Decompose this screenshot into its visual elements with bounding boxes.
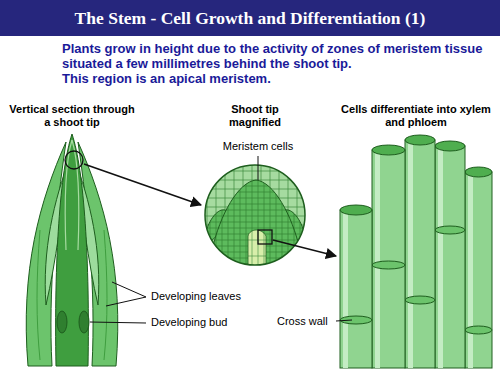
vein: [37, 230, 40, 360]
tube: [405, 140, 435, 368]
intro-text: This region is an apical meristem.: [62, 71, 494, 86]
leader-line: [112, 282, 146, 297]
zoom-square: [258, 230, 272, 244]
intro-text: Plants grow in height due to the activit…: [62, 41, 494, 71]
tube-highlight: [408, 140, 413, 368]
zoom-arrow: [273, 240, 336, 256]
tube-end: [372, 145, 405, 155]
cross-wall: [405, 296, 435, 304]
tube: [435, 146, 465, 368]
cross-wall: [435, 226, 465, 234]
cross-wall: [372, 261, 405, 269]
stem: [56, 134, 89, 366]
part-label: Developing leaves: [150, 290, 242, 303]
leader-line: [90, 322, 146, 323]
tube-highlight: [375, 150, 380, 368]
part-label: Meristem cells: [222, 140, 294, 153]
part-label: Cross wall: [276, 315, 329, 328]
tube: [340, 210, 372, 368]
vein: [104, 230, 107, 360]
bud: [57, 311, 67, 333]
leader-line: [258, 156, 259, 180]
bud: [79, 311, 89, 333]
panel-heading: Shoot tip magnified: [210, 103, 300, 129]
leader-line: [336, 320, 352, 321]
tube: [372, 150, 405, 368]
tube-highlight: [438, 146, 443, 368]
cross-wall: [465, 326, 492, 334]
vessel-tubes: [340, 135, 492, 368]
panel-heading: Vertical section through a shoot tip: [7, 103, 137, 129]
tube-end: [340, 205, 372, 215]
magnified-tip: [200, 160, 310, 300]
part-label: Developing bud: [150, 316, 228, 329]
slide-title: The Stem - Cell Growth and Differentiati…: [0, 0, 500, 36]
tube-highlight: [468, 172, 473, 368]
shoot-section: [26, 134, 118, 366]
tube-end: [435, 141, 465, 151]
magnify-outline: [205, 165, 305, 265]
tube-end: [465, 167, 492, 177]
panel-heading: Cells differentiate into xylem and phloe…: [341, 103, 491, 129]
vein: [72, 140, 79, 250]
title-bar: [0, 0, 500, 36]
zoom-arrow: [84, 164, 201, 205]
tube-end: [405, 135, 435, 145]
zoom-circle: [65, 151, 83, 169]
tube: [465, 172, 492, 368]
leader-line: [106, 297, 146, 306]
tube-highlight: [343, 210, 348, 368]
